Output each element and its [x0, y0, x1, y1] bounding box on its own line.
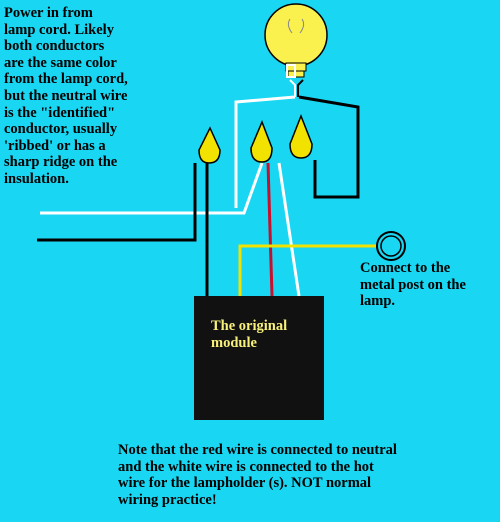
module-wires — [205, 162, 376, 297]
wire-nut-middle-icon — [250, 119, 273, 163]
lamp-cord-wires — [37, 162, 264, 242]
socket-leads — [234, 64, 360, 208]
connect-post-annotation: Connect to the metal post on the lamp. — [360, 260, 466, 310]
wire-nut-left-icon — [198, 126, 221, 164]
original-module — [194, 296, 324, 420]
metal-post-icon — [376, 231, 406, 261]
power-in-annotation: Power in from lamp cord. Likely both con… — [4, 5, 128, 187]
module-label: The original module — [211, 318, 288, 351]
wire-nut-right-icon — [289, 113, 313, 159]
wiring-note: Note that the red wire is connected to n… — [118, 442, 397, 508]
